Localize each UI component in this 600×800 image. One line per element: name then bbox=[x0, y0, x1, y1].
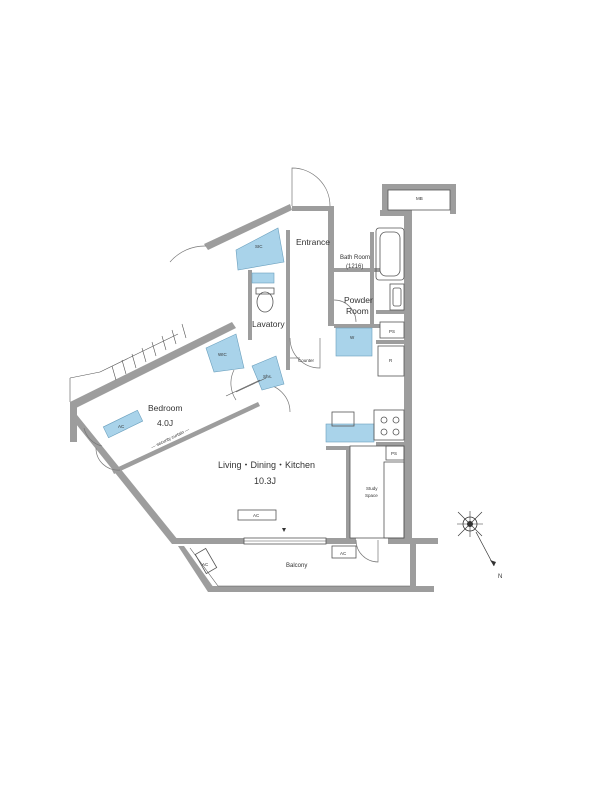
ac-label-balcony-right: AC bbox=[340, 551, 347, 556]
balcony-ac-right bbox=[331, 545, 357, 559]
ldk-label: Living・Dining・Kitchen bbox=[218, 460, 315, 470]
bedroom-label: Bedroom bbox=[148, 403, 183, 413]
powder-room-label-2: Room bbox=[346, 306, 369, 316]
bath-room-label: Bath Room bbox=[340, 255, 370, 261]
bedroom-ac bbox=[102, 409, 144, 439]
r-label: R bbox=[389, 358, 393, 363]
balcony-rail bbox=[189, 547, 410, 587]
powder-sink bbox=[389, 283, 405, 311]
ldk-size-label: 10.3J bbox=[254, 476, 276, 486]
fixtures-blue bbox=[102, 227, 375, 443]
vanity-basin bbox=[251, 272, 275, 284]
mb-label: MB bbox=[416, 196, 423, 201]
study-label-1: Study bbox=[366, 486, 378, 491]
kitchen-sink bbox=[331, 411, 355, 427]
sic-storage bbox=[235, 227, 285, 271]
lavatory-label: Lavatory bbox=[252, 319, 285, 329]
shoes-label: Shs. bbox=[263, 374, 272, 379]
ac-label-balcony-left: AC bbox=[202, 562, 209, 567]
powder-room-label-1: Powder bbox=[344, 295, 373, 305]
ac-label-bedroom: AC bbox=[118, 424, 125, 429]
bath-size-label: (1216) bbox=[346, 264, 363, 270]
mb-box bbox=[387, 189, 451, 211]
counter-label: Counter bbox=[298, 358, 315, 363]
wic-storage bbox=[205, 333, 245, 373]
bedroom-size-label: 4.0J bbox=[157, 418, 173, 428]
ps-label-2: PS bbox=[391, 451, 397, 456]
walls bbox=[70, 184, 456, 592]
balcony-label: Balcony bbox=[286, 563, 307, 569]
refrigerator-space bbox=[377, 345, 405, 377]
toilet-bowl bbox=[256, 291, 274, 313]
ps-label-1: PS bbox=[389, 329, 395, 334]
wic-label: WIC bbox=[218, 352, 227, 357]
balcony-ac-left bbox=[194, 547, 218, 575]
stove bbox=[373, 409, 405, 441]
study-desk bbox=[383, 461, 405, 539]
compass-north-label: N bbox=[498, 574, 502, 580]
ac-label-ldk: AC bbox=[253, 513, 260, 518]
bedroom-fins bbox=[69, 323, 187, 402]
ps-box-upper bbox=[379, 321, 405, 339]
shoe-storage bbox=[251, 355, 285, 391]
kitchen-counter bbox=[325, 423, 375, 443]
bathtub bbox=[375, 227, 405, 281]
w-label: W bbox=[350, 335, 355, 340]
compass-icon: N bbox=[457, 511, 502, 580]
fixtures bbox=[194, 189, 451, 575]
entrance-label: Entrance bbox=[296, 237, 330, 247]
ldk-ac bbox=[237, 509, 277, 521]
washer-space bbox=[335, 327, 373, 357]
sic-label: SIC bbox=[255, 244, 263, 249]
toilet-tank bbox=[255, 287, 275, 295]
study-label-2: Space bbox=[365, 493, 378, 498]
